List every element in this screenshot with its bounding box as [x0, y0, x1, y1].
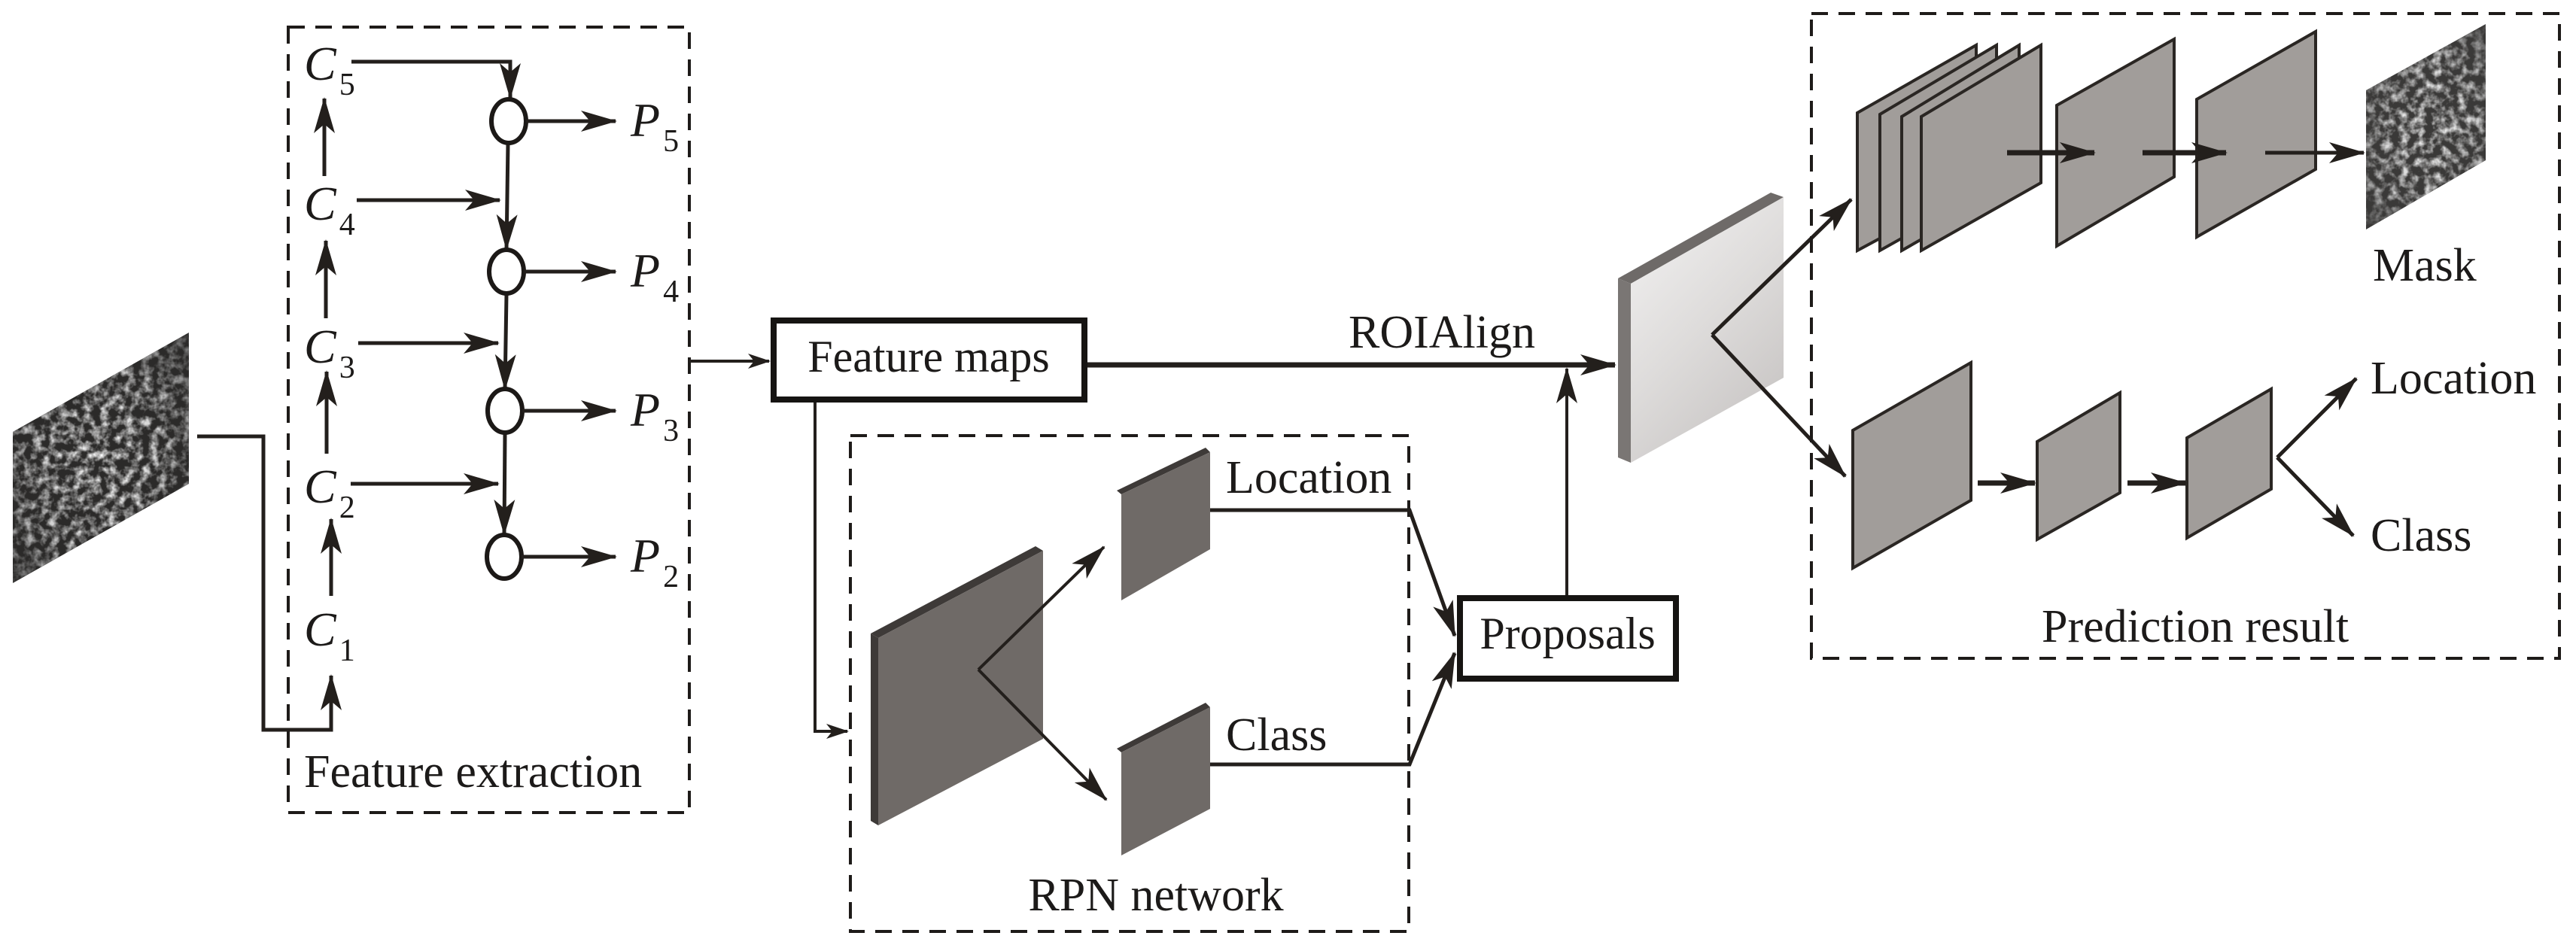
- feature-extraction-panel: Feature extraction C1 C2 C3 C4 C5 P2 P3 P4 P5: [287, 26, 691, 814]
- feature-maps-label: Feature maps: [807, 332, 1050, 381]
- input-to-c1-connector: [197, 434, 342, 732]
- merge-node-p4: [487, 248, 526, 296]
- prediction-class-arrow: [2276, 456, 2355, 537]
- box-branch-map-1: [1851, 360, 1972, 571]
- c3-label: C3: [304, 320, 355, 385]
- box-branch-map-2: [2036, 390, 2121, 542]
- c2-label: C2: [304, 460, 355, 525]
- mask-branch-map-3: [2195, 29, 2317, 240]
- rpn-title: RPN network: [1028, 870, 1283, 921]
- proposals-label: Proposals: [1480, 609, 1655, 658]
- box-branch-map-3: [2185, 386, 2273, 541]
- c4-label: C4: [304, 177, 355, 242]
- rpn-fork-down: [977, 668, 1108, 801]
- prediction-class-label: Class: [2371, 510, 2471, 561]
- rpn-feature-map: [871, 546, 1043, 825]
- c5-lateral: [351, 59, 521, 99]
- mask-label: Mask: [2373, 240, 2477, 291]
- mask-branch-stack: [1856, 42, 2042, 254]
- rpn-fork-up: [977, 545, 1106, 671]
- prediction-border: [1810, 12, 2561, 660]
- rpn-border: [849, 434, 1410, 933]
- merge-node-p3: [485, 387, 525, 435]
- proposals-node: Proposals: [1457, 595, 1679, 682]
- p4-label: P4: [630, 244, 679, 309]
- feature-maps-box: [771, 318, 1087, 403]
- rpn-class-to-proposals: [1210, 652, 1457, 767]
- p3-label: P3: [630, 383, 679, 448]
- prediction-location-arrow: [2276, 377, 2358, 459]
- c5-label: C5: [304, 37, 355, 102]
- merge-node-p2: [485, 533, 524, 581]
- merge-node-p5: [489, 97, 528, 145]
- rpn-class-map: [1117, 703, 1210, 855]
- mask-output-image: [2366, 24, 2486, 229]
- prediction-title: Prediction result: [2042, 601, 2349, 652]
- rpn-location-label: Location: [1226, 452, 1391, 503]
- p5-to-p4-topdown: [496, 143, 518, 251]
- rpn-panel: RPN network Location Class: [849, 434, 1410, 933]
- rpn-class-label: Class: [1226, 709, 1327, 761]
- feature-extraction-border: [287, 26, 691, 814]
- mask-branch-map-2: [2055, 36, 2176, 249]
- roi-fork-down: [1711, 333, 1847, 478]
- prediction-panel: Prediction result Mask Location C: [1810, 12, 2561, 660]
- rpn-location-to-proposals: [1210, 508, 1457, 637]
- roi-feature-map: [1618, 193, 1784, 463]
- p5-label: P5: [630, 93, 679, 159]
- p3-to-p2-topdown: [494, 433, 516, 536]
- proposals-box: [1457, 595, 1679, 682]
- c1-label: C1: [304, 603, 355, 668]
- prediction-location-label: Location: [2371, 353, 2536, 404]
- feature-maps-to-rpn-connector: [814, 403, 849, 739]
- p4-to-p3-topdown: [494, 293, 516, 390]
- roi-fork-up: [1711, 198, 1853, 336]
- roialign-label: ROIAlign: [1349, 307, 1535, 358]
- p2-label: P2: [630, 529, 679, 594]
- rpn-location-map: [1117, 448, 1210, 600]
- feature-extraction-title: Feature extraction: [304, 746, 642, 798]
- feature-maps-node: Feature maps: [771, 318, 1087, 403]
- input-image: [13, 333, 189, 583]
